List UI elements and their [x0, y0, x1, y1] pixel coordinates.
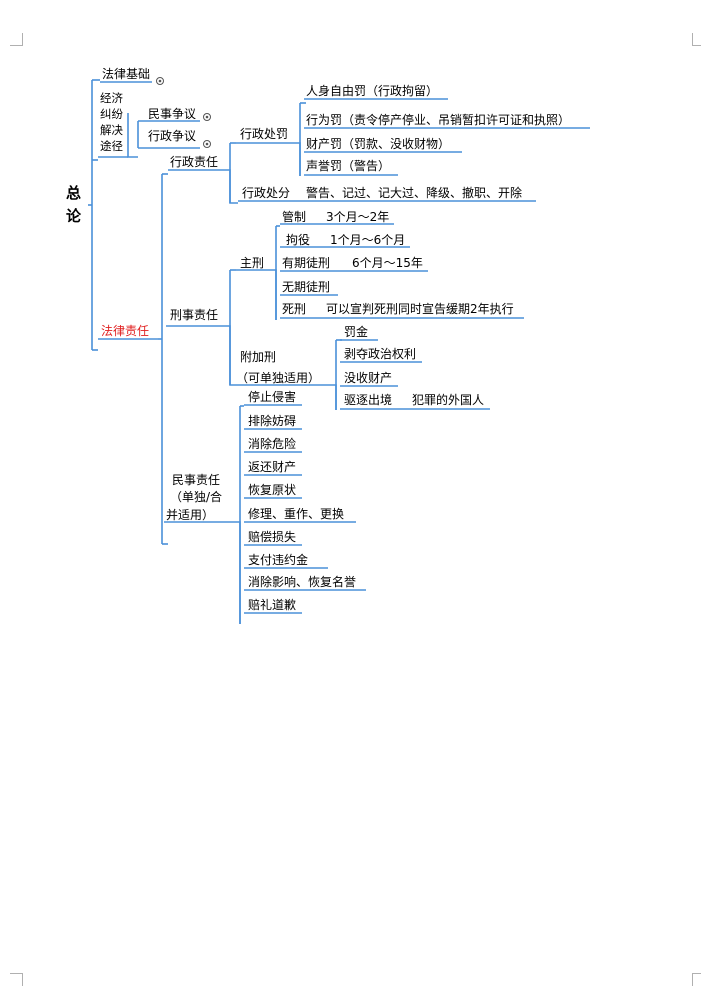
node-civil-dispute[interactable]: 民事争议	[148, 107, 197, 119]
crop-mark-top-left	[10, 33, 23, 46]
node-admin-sanction-detail: 警告、记过、记大过、降级、撤职、开除	[306, 186, 523, 200]
node-civil-item[interactable]: 返还财产	[248, 460, 297, 474]
node-admin-dispute[interactable]: 行政争议	[148, 129, 197, 143]
node-supplementary[interactable]: 附加刑	[240, 350, 277, 364]
node-personal-freedom[interactable]: 人身自由罚（行政拘留）	[306, 84, 439, 98]
crop-mark-top-right	[692, 33, 701, 46]
crop-mark-bottom-right	[692, 973, 701, 986]
node-deport[interactable]: 驱逐出境	[344, 393, 393, 407]
node-detention-term: 1个月～6个月	[330, 233, 406, 247]
node-criminal-liability[interactable]: 刑事责任	[170, 308, 219, 322]
node-dispute-ways[interactable]: 经济 纠纷 解决 途径	[100, 91, 123, 153]
node-admin-liability[interactable]: 行政责任	[170, 155, 219, 169]
node-civil-liability-note: 并适用）	[166, 508, 215, 522]
node-legal-liability[interactable]: 法律责任	[101, 324, 150, 338]
node-civil-item[interactable]: 消除危险	[248, 437, 297, 451]
collapse-indicator-icon[interactable]	[202, 139, 212, 149]
crop-mark-bottom-left	[10, 973, 23, 986]
collapse-indicator-icon[interactable]	[155, 76, 165, 86]
node-confiscate[interactable]: 没收财产	[344, 371, 393, 385]
node-fine[interactable]: 罚金	[344, 325, 369, 339]
node-civil-item[interactable]: 支付违约金	[248, 553, 309, 567]
node-civil-item[interactable]: 恢复原状	[248, 483, 297, 497]
node-civil-item[interactable]: 停止侵害	[248, 390, 297, 404]
node-civil-liability-note: （单独/合	[170, 490, 223, 504]
node-civil-item[interactable]: 排除妨碍	[248, 414, 297, 428]
node-fixed-term-range: 6个月～15年	[352, 256, 423, 270]
collapse-indicator-icon[interactable]	[202, 112, 212, 122]
node-supplementary-note: （可单独适用）	[236, 371, 321, 385]
node-detention[interactable]: 拘役	[286, 233, 311, 247]
node-civil-item[interactable]: 赔偿损失	[248, 530, 297, 544]
node-life-imprisonment[interactable]: 无期徒刑	[282, 280, 331, 294]
node-deport-note: 犯罪的外国人	[412, 393, 485, 407]
node-conduct-penalty[interactable]: 行为罚（责令停产停业、吊销暂扣许可证和执照）	[306, 113, 571, 127]
node-principal-penalty[interactable]: 主刑	[240, 256, 265, 270]
node-admin-penalty[interactable]: 行政处罚	[240, 127, 289, 141]
node-property-penalty[interactable]: 财产罚（罚款、没收财物）	[306, 137, 451, 151]
node-reputation-penalty[interactable]: 声誉罚（警告）	[306, 159, 391, 173]
node-control-term: 3个月～2年	[326, 210, 390, 224]
node-legal-basis[interactable]: 法律基础	[102, 67, 151, 81]
node-civil-item[interactable]: 赔礼道歉	[248, 598, 297, 612]
node-control[interactable]: 管制	[282, 210, 307, 224]
node-civil-item[interactable]: 消除影响、恢复名誉	[248, 575, 357, 589]
node-death-penalty-note: 可以宣判死刑同时宣告缓期2年执行	[326, 302, 514, 316]
node-admin-sanction[interactable]: 行政处分	[242, 186, 291, 200]
node-fixed-term[interactable]: 有期徒刑	[282, 256, 331, 270]
root-title: 总论	[66, 184, 82, 225]
node-civil-item[interactable]: 修理、重作、更换	[248, 507, 345, 521]
node-death-penalty[interactable]: 死刑	[282, 302, 307, 316]
node-deprive-rights[interactable]: 剥夺政治权利	[344, 347, 417, 361]
node-civil-liability[interactable]: 民事责任	[172, 473, 221, 487]
